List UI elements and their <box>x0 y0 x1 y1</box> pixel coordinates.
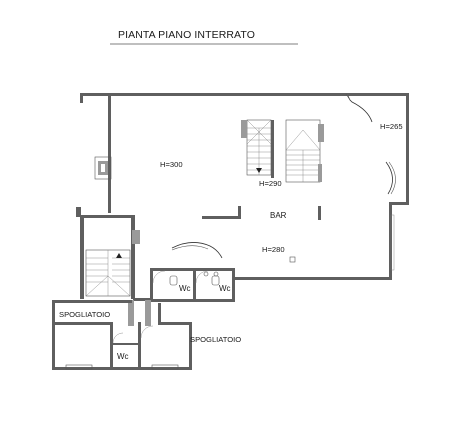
stairwell-top-wall <box>80 215 135 218</box>
toilet-fixture-2 <box>211 275 220 286</box>
stair-center-wall <box>271 120 274 178</box>
toilets-top-wall <box>150 268 235 271</box>
door-swing-3 <box>112 332 124 344</box>
curved-wall-lower <box>385 161 393 195</box>
corridor-right-jamb <box>145 300 151 326</box>
right-wall-step <box>389 202 409 205</box>
curved-wall-lower-inner <box>388 161 396 195</box>
lower-rooms <box>52 298 192 370</box>
toilet-fixture-1 <box>169 275 178 286</box>
spogliatoio-left-top <box>52 300 132 303</box>
plan-title-group: PIANTA PIANO INTERRATO <box>110 29 298 45</box>
door-swing-4 <box>140 325 154 339</box>
right-window <box>390 214 395 271</box>
spogliatoio-left-wall <box>52 300 55 370</box>
label-height-right: H=265 <box>380 122 403 131</box>
label-height-main: H=300 <box>160 160 183 169</box>
stair-right-treads <box>285 129 321 182</box>
left-wall-upper <box>108 93 111 205</box>
stair-left-treads <box>247 127 271 175</box>
stair-left-post <box>241 120 247 138</box>
door-swing-2 <box>195 270 209 284</box>
corridor-left-jamb <box>128 300 134 326</box>
shaft <box>94 156 112 180</box>
right-wall-lower <box>389 202 392 280</box>
wc3-left-wall <box>110 322 113 370</box>
central-staircase <box>241 119 324 183</box>
bottom-wall-bar <box>232 277 392 280</box>
toilet-block <box>150 268 235 302</box>
sink-2 <box>213 271 219 277</box>
corridor-wall-top <box>133 298 153 301</box>
stair-right-post <box>318 124 324 142</box>
outer-walls <box>80 93 409 280</box>
stair-arrow <box>256 168 262 173</box>
corridor-wall-right <box>158 303 161 325</box>
door-swing-1 <box>152 270 166 284</box>
stairwell-right-jamb <box>132 230 140 244</box>
annex-top-wall <box>80 93 108 96</box>
stairwell-left-wall <box>80 215 84 299</box>
wc3-right-wall <box>138 322 141 370</box>
label-spogliatoio-left: SPOGLIATOIO <box>59 310 110 319</box>
wc3-top-wall <box>110 343 140 345</box>
label-height-stair: H=290 <box>259 179 282 188</box>
shaft-core <box>101 164 105 172</box>
label-height-bar: H=280 <box>262 245 285 254</box>
bar-counter-vertical <box>238 206 241 219</box>
bar-counter <box>202 206 321 263</box>
label-spogliatoio-right: SPOGLIATOIO <box>190 335 241 344</box>
spogliatoio-right-top <box>158 322 192 325</box>
stairwell-arrow <box>116 253 122 258</box>
toilets-right-wall <box>232 268 235 302</box>
stairwell-right-wall <box>131 215 135 299</box>
sink-1 <box>203 271 209 277</box>
curved-counter <box>171 242 223 259</box>
plan-title: PIANTA PIANO INTERRATO <box>118 29 255 41</box>
window-right <box>151 364 179 370</box>
curved-door-top <box>347 95 373 123</box>
curved-partition-right <box>345 93 396 195</box>
left-wall-stub <box>108 205 111 213</box>
stair-landing-diag-2 <box>246 119 272 145</box>
spogliatoio-right-wall <box>189 322 192 370</box>
window-left <box>65 364 93 370</box>
stairwell-treads <box>85 250 131 297</box>
annex-left-stub <box>80 93 83 103</box>
label-wc-2: Wc <box>219 284 231 293</box>
top-wall <box>108 93 408 96</box>
bar-counter-horizontal <box>202 216 240 219</box>
curved-counter-inner <box>171 245 209 251</box>
shaft-outline <box>94 156 112 180</box>
stair-right-post-lower <box>318 164 322 182</box>
spogliatoio-left-divider <box>52 322 112 325</box>
bar-counter-right <box>318 206 321 220</box>
toilets-mid-wall <box>193 268 196 302</box>
column-marker <box>289 256 296 263</box>
toilets-bottom-wall <box>150 299 235 302</box>
right-wall-upper <box>406 93 409 203</box>
left-stairwell <box>76 207 140 299</box>
label-bar: BAR <box>270 211 287 220</box>
stairwell-top-stub <box>76 207 81 217</box>
curved-door-jamb <box>345 93 351 101</box>
lower-bottom-wall <box>52 367 192 370</box>
label-wc-1: Wc <box>179 284 191 293</box>
label-wc-3: Wc <box>117 352 129 361</box>
toilets-left-wall <box>150 268 153 302</box>
room-labels: H=300 H=265 H=290 BAR H=280 Wc Wc Wc SPO… <box>59 122 403 361</box>
